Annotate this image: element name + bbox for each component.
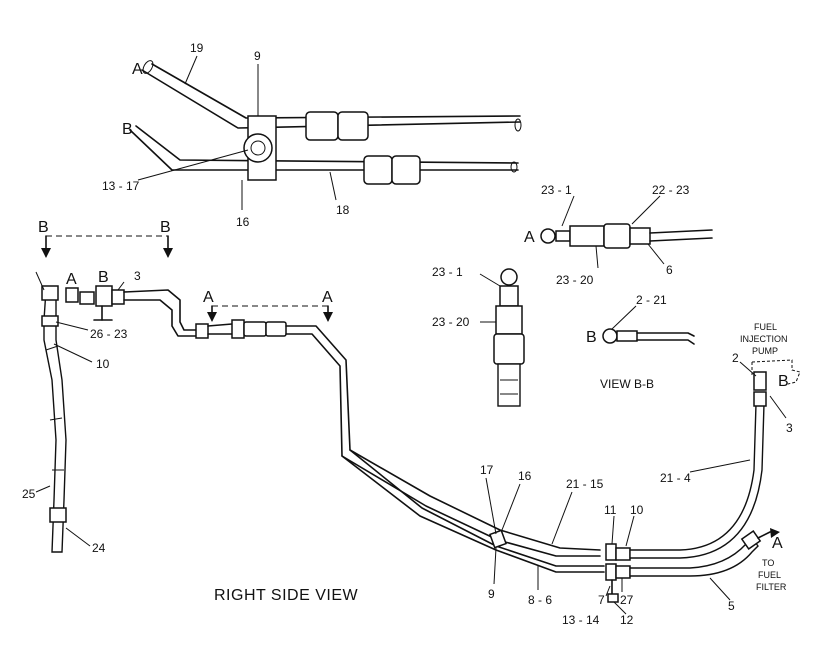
note-injection: INJECTION [740,334,788,344]
nut-a2 [337,111,369,141]
callout-3-right: 3 [786,421,793,435]
callout-17: 17 [480,463,494,477]
view-bb-caption: VIEW B-B [600,377,654,391]
callout-18: 18 [336,203,350,217]
clamp-bolt-head [243,133,273,163]
callout-25: 25 [22,487,36,501]
letter-a-filter: A [772,535,783,552]
callout-11: 11 [604,503,617,517]
left-assembly [35,271,287,553]
callout-21-15: 21 - 15 [566,477,604,491]
nut-b2 [391,155,421,185]
nut-b1 [363,155,393,185]
callout-23-1-vert: 23 - 1 [432,265,463,279]
detail-vertical-fitting [479,268,525,407]
letter-a-detail: A [524,229,535,246]
note-fuel-filter: FUEL [758,570,781,580]
callout-13-17-top: 13 - 17 [102,179,140,193]
callout-23-1-right: 23 - 1 [541,183,572,197]
clamp-16 [489,529,507,549]
letter-a-section-right: A [322,289,333,306]
callout-19: 19 [190,41,204,55]
callout-9-top: 9 [254,49,261,63]
callout-21-4: 21 - 4 [660,471,691,485]
letter-a-top: A [132,61,143,78]
note-to: TO [762,558,774,568]
letter-a-section-left: A [203,289,214,306]
letter-b-detail: B [586,329,597,346]
callout-7: 7 [598,593,605,607]
letter-a-left: A [66,271,77,288]
main-lines [285,325,605,590]
callout-9-main: 9 [488,587,495,601]
note-pump: PUMP [752,346,778,356]
note-filter: FILTER [756,582,787,592]
section-aa [207,305,333,322]
letter-b-top: B [122,121,133,138]
callout-10-right: 10 [630,503,644,517]
letter-b-section-right: B [160,219,171,236]
callout-26-23: 26 - 23 [90,327,128,341]
callout-3-left: 3 [134,269,141,283]
callout-24: 24 [92,541,106,555]
callout-6: 6 [666,263,673,277]
diagram-title: RIGHT SIDE VIEW [214,587,359,604]
letter-b-left: B [98,269,109,286]
callout-13-14: 13 - 14 [562,613,600,627]
callout-10-left: 10 [96,357,110,371]
callout-22-23: 22 - 23 [652,183,690,197]
callout-23-20-vert: 23 - 20 [432,315,470,329]
top-detail [129,55,522,210]
letter-b-section-left: B [38,219,49,236]
callout-23-20-right: 23 - 20 [556,273,594,287]
callout-8-6: 8 - 6 [528,593,552,607]
detail-a-fitting [540,195,713,269]
section-bb [41,235,173,258]
callout-27: 27 [620,593,634,607]
right-connections [605,359,801,615]
callout-2-21: 2 - 21 [636,293,667,307]
nut-a1 [305,111,339,141]
letter-b-pump: B [778,373,789,390]
callout-12: 12 [620,613,634,627]
detail-b-fitting [602,305,695,345]
note-fuel: FUEL [754,322,777,332]
callout-2: 2 [732,351,739,365]
callout-16-main: 16 [518,469,532,483]
callout-16-top: 16 [236,215,250,229]
callout-5: 5 [728,599,735,613]
